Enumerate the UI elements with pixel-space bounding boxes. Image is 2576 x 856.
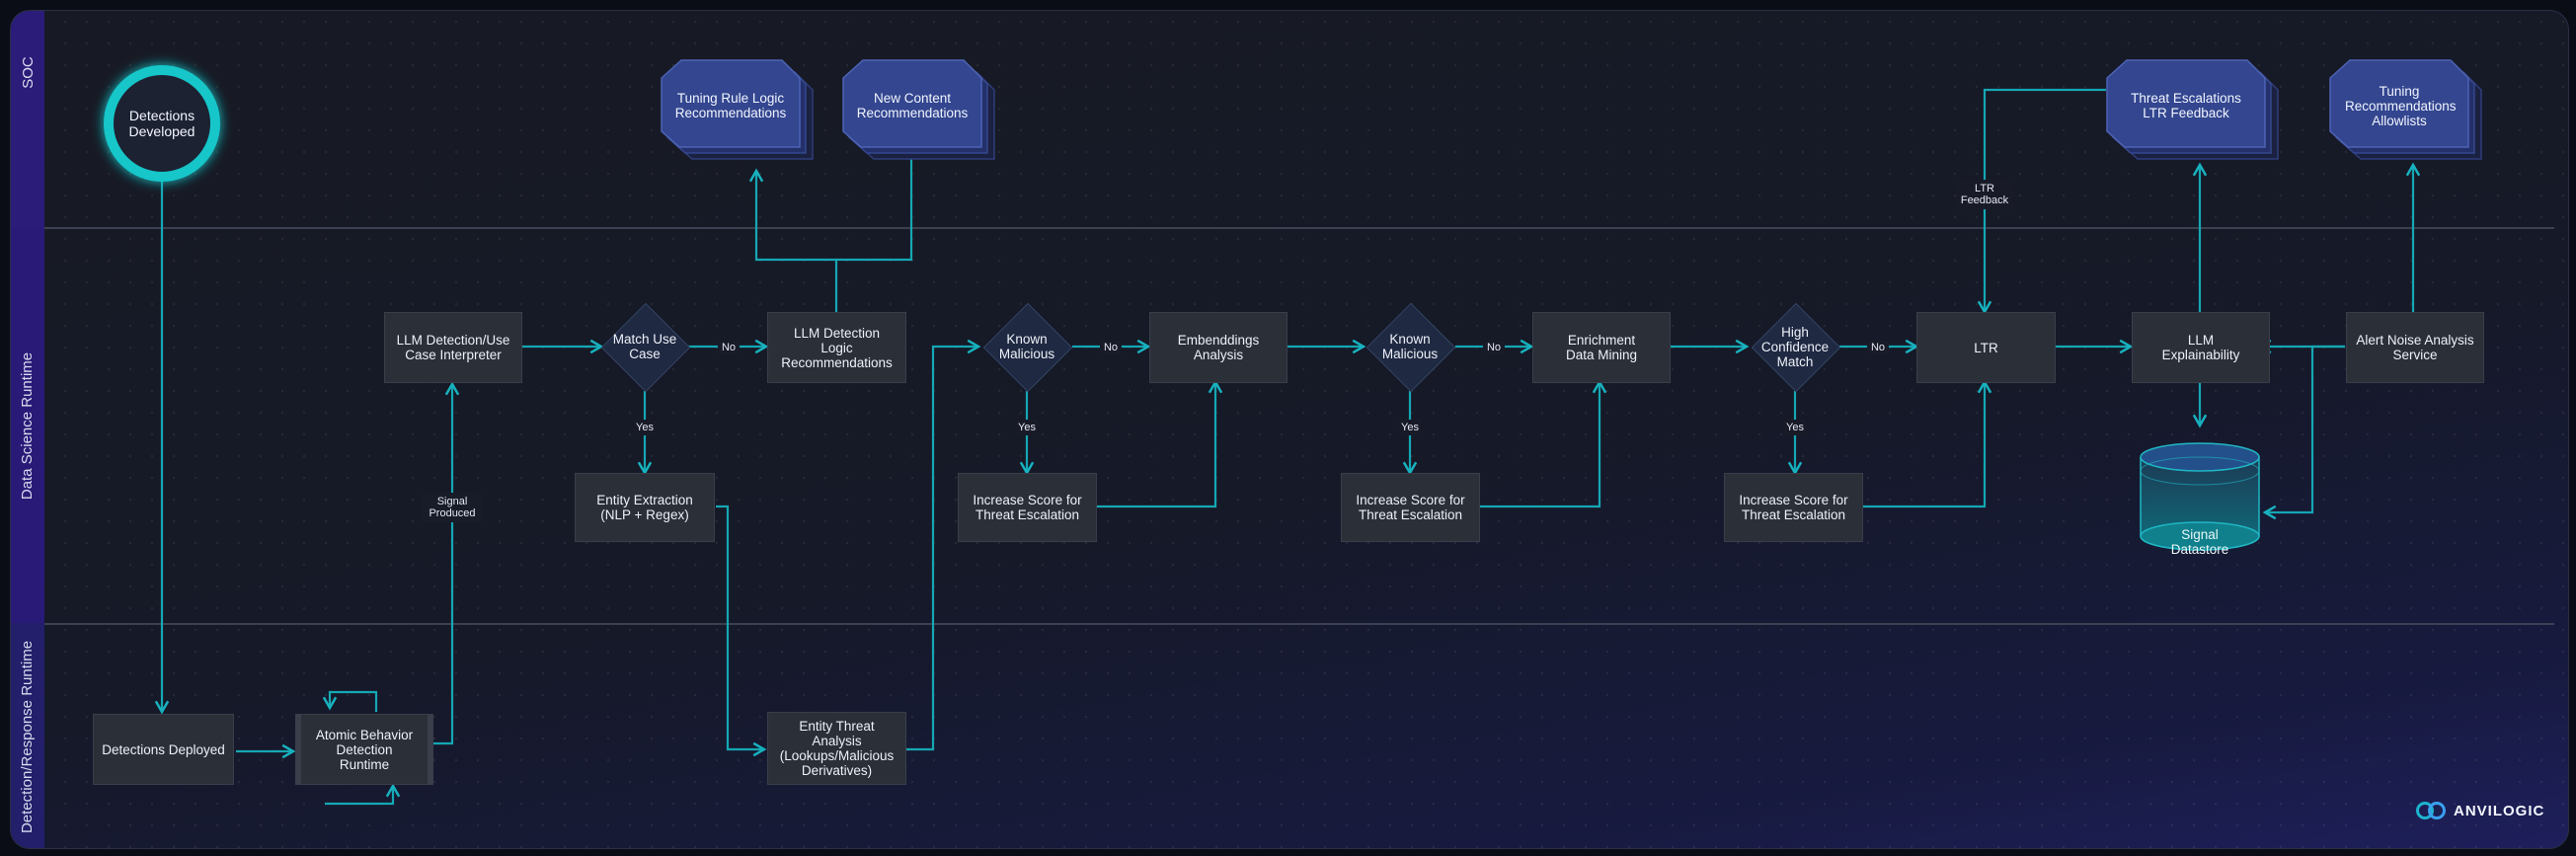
doc-shape-threat-escalations — [2106, 59, 2279, 160]
edge-label-no-1: No — [717, 342, 741, 353]
node-ltr-label: LTR — [1974, 340, 1998, 355]
lane-bar-soc — [11, 11, 44, 228]
node-increase-score-1: Increase Score for Threat Escalation — [958, 473, 1097, 542]
node-known-malicious-1: Known Malicious — [982, 302, 1073, 393]
edge-inc3-ltr — [1863, 379, 1992, 508]
lane-bar-ds — [11, 228, 44, 623]
node-entity-threat: Entity Threat Analysis (Lookups/Maliciou… — [767, 712, 906, 785]
node-llm-interpreter-label: LLM Detection/Use Case Interpreter — [396, 333, 510, 362]
glow-ring — [104, 65, 220, 182]
node-detections-deployed: Detections Deployed — [93, 714, 234, 785]
edge-label-ltr-feedback: LTR Feedback — [1956, 180, 2013, 209]
node-atomic-runtime-label: Atomic Behavior Detection Runtime — [315, 727, 414, 772]
node-embeddings-label: Embenddings Analysis — [1177, 333, 1260, 362]
edge-llmlogic-newcontent — [836, 118, 919, 262]
node-atomic-runtime: Atomic Behavior Detection Runtime — [295, 714, 433, 785]
connectors-layer — [104, 59, 2482, 806]
edge-inc1-embed — [1097, 379, 1223, 508]
node-llm-explainability-label: LLM Explainability — [2161, 333, 2240, 362]
edge-label-no-3: No — [1482, 342, 1506, 353]
node-threat-escalations: Threat Escalations LTR Feedback — [2113, 72, 2259, 139]
edge-ltr-feedback — [1977, 88, 2106, 315]
node-known-malicious-2: Known Malicious — [1366, 302, 1456, 393]
node-new-content-label: New Content Recommendations — [856, 91, 969, 120]
node-entity-threat-label: Entity Threat Analysis (Lookups/Maliciou… — [779, 719, 895, 778]
node-embeddings: Embenddings Analysis — [1149, 312, 1288, 383]
node-llm-detection-logic: LLM Detection Logic Recommendations — [767, 312, 906, 383]
node-detections-deployed-label: Detections Deployed — [102, 741, 225, 757]
diagram-canvas: SOC Data Science Runtime Detection/Respo… — [10, 10, 2569, 849]
node-increase-score-1-label: Increase Score for Threat Escalation — [973, 493, 1082, 522]
match-use-case-label: Match Use Case — [612, 332, 677, 361]
edge-entity-threat — [716, 505, 767, 757]
edge-label-yes-2: Yes — [1016, 420, 1038, 435]
node-tuning-allowlists-label: Tuning Recommendations Allowlists — [2345, 83, 2457, 128]
node-increase-score-3: Increase Score for Threat Escalation — [1724, 473, 1863, 542]
node-entity-extraction-label: Entity Extraction (NLP + Regex) — [596, 493, 693, 522]
node-detections-developed: Detections Developed — [113, 74, 211, 173]
lane-bar-dr — [11, 623, 44, 848]
node-tuning-rule: Tuning Rule Logic Recommendations — [667, 72, 794, 139]
node-new-content: New Content Recommendations — [849, 72, 976, 139]
node-llm-explainability: LLM Explainability — [2132, 312, 2270, 383]
doc-shape-tuning-rule — [661, 59, 814, 160]
node-threat-escalations-label: Threat Escalations LTR Feedback — [2131, 91, 2241, 120]
edge-label-yes-3: Yes — [1399, 420, 1421, 435]
edge-atomic-loop-top — [322, 690, 378, 712]
node-increase-score-2-label: Increase Score for Threat Escalation — [1356, 493, 1465, 522]
node-enrichment-label: Enrichment Data Mining — [1565, 333, 1638, 362]
node-llm-interpreter: LLM Detection/Use Case Interpreter — [384, 312, 522, 383]
edge-label-signal-produced: Signal Produced — [423, 493, 482, 522]
node-entity-extraction: Entity Extraction (NLP + Regex) — [575, 473, 715, 542]
edge-llmlogic-split — [748, 168, 838, 312]
anvilogic-logo-text: ANVILOGIC — [2454, 802, 2545, 819]
node-detections-developed-label: Detections Developed — [128, 108, 195, 139]
anvilogic-logo-icon — [2416, 802, 2446, 819]
node-ltr: LTR — [1916, 312, 2056, 383]
doc-shape-tuning-allowlists — [2329, 59, 2482, 160]
known-malicious-1-label: Known Malicious — [998, 332, 1055, 361]
node-increase-score-3-label: Increase Score for Threat Escalation — [1739, 493, 1848, 522]
signal-datastore-cylinder — [2140, 442, 2260, 551]
node-signal-datastore: Signal Datastore — [2170, 527, 2229, 557]
doc-shape-new-content — [842, 59, 995, 160]
edge-label-yes-4: Yes — [1784, 420, 1806, 435]
node-enrichment: Enrichment Data Mining — [1532, 312, 1671, 383]
node-increase-score-2: Increase Score for Threat Escalation — [1341, 473, 1480, 542]
edge-alert-datastore — [2262, 345, 2345, 520]
node-llm-detection-logic-label: LLM Detection Logic Recommendations — [781, 325, 893, 370]
node-tuning-rule-label: Tuning Rule Logic Recommendations — [674, 91, 787, 120]
edge-threat-km1 — [906, 339, 981, 751]
edge-label-no-2: No — [1099, 342, 1123, 353]
node-high-confidence: High Confidence Match — [1751, 302, 1841, 393]
node-alert-noise-label: Alert Noise Analysis Service — [2356, 333, 2474, 362]
node-tuning-allowlists: Tuning Recommendations Allowlists — [2336, 68, 2462, 143]
edge-label-yes-1: Yes — [634, 420, 656, 435]
anvilogic-logo: ANVILOGIC — [2414, 800, 2544, 821]
edge-atomic-interpreter — [433, 381, 460, 745]
high-confidence-label: High Confidence Match — [1760, 324, 1830, 369]
known-malicious-2-label: Known Malicious — [1381, 332, 1439, 361]
node-match-use-case: Match Use Case — [600, 302, 691, 393]
node-alert-noise: Alert Noise Analysis Service — [2346, 312, 2484, 383]
edge-label-no-4: No — [1866, 342, 1890, 353]
edge-inc2-enrich — [1480, 379, 1607, 508]
lane-divider-2 — [44, 623, 2554, 625]
edge-atomic-loop-bottom — [325, 783, 401, 806]
lane-divider-1 — [44, 227, 2554, 229]
